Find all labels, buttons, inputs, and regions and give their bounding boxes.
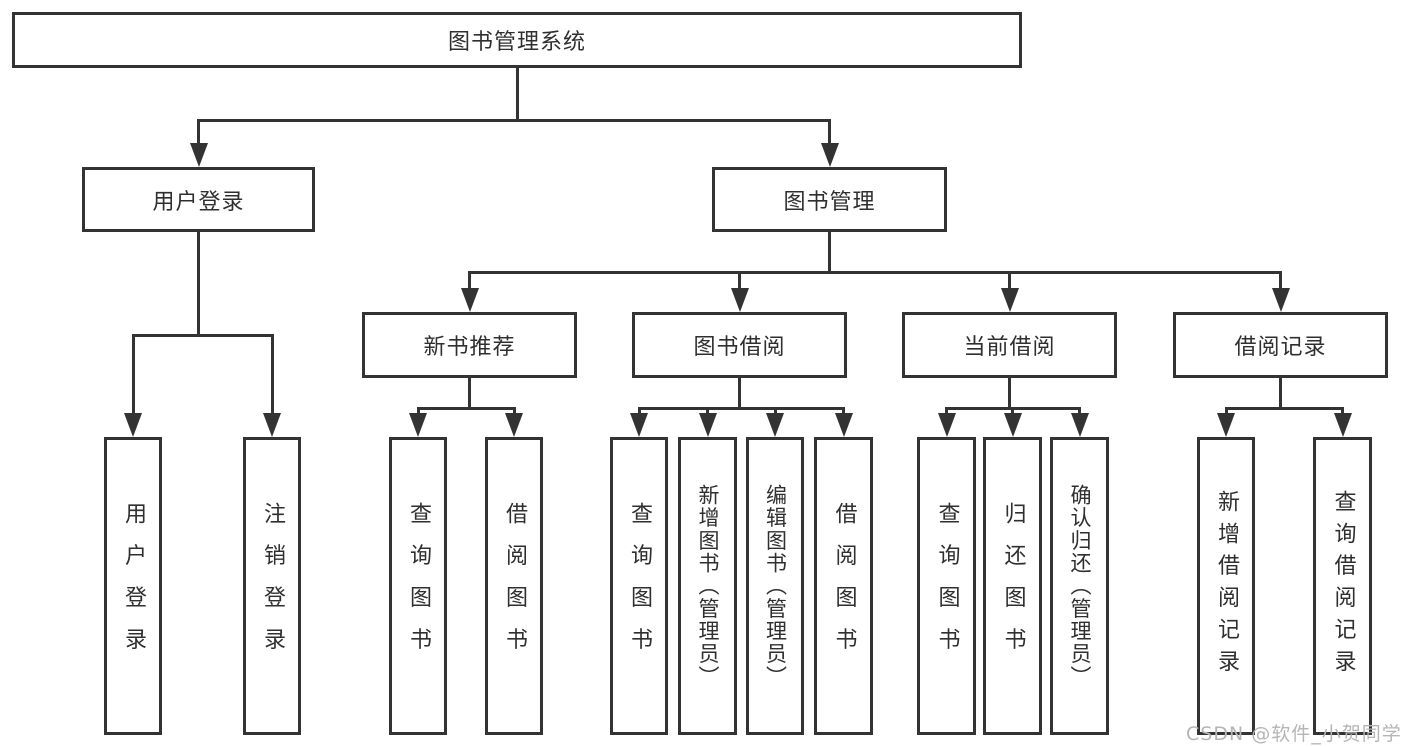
edge-book-mgmt-book-borrow-arrowhead [730,288,749,312]
edge-new-book-rec-stub [468,378,471,410]
edge-book-mgmt-book-borrow-stem [738,272,741,290]
edge-book-mgmt-stub [828,232,831,274]
edge-user-login-logout-col-stem [270,335,274,415]
edge-user-login-stub [197,232,200,337]
edge-new-book-rec-branch [416,406,516,410]
edge-current-borrow-query-books-3-arrowhead [937,413,956,437]
edge-book-borrow-edit-books-arrowhead [766,413,784,437]
edge-new-book-rec-borrow-books-1-stem [512,408,516,415]
node-query-books-3: 查询图书 [917,437,976,735]
edge-book-mgmt-borrow-records-arrowhead [1271,288,1290,312]
edge-book-borrow-edit-books-stem [773,408,777,415]
edge-new-book-rec-query-books-1-stem [416,408,420,415]
node-confirm-return: 确认归还（管理员） [1050,437,1109,735]
node-return-books: 归还图书 [983,437,1042,735]
edge-system-book-mgmt-stem [828,120,831,145]
edge-user-login-branch [131,333,274,337]
edge-current-borrow-confirm-return-arrowhead [1070,413,1089,437]
node-query-borrow-record: 查询借阅记录 [1313,437,1372,735]
node-add-books: 新增图书（管理员） [678,437,737,735]
node-query-books-2: 查询图书 [610,437,668,735]
node-edit-books: 编辑图书（管理员） [746,437,804,735]
node-user-login-col: 用户登录 [104,437,162,735]
node-borrow-books-1: 借阅图书 [485,437,543,735]
node-current-borrow: 当前借阅 [902,312,1117,378]
edge-current-borrow-confirm-return-stem [1078,408,1081,415]
node-borrow-records: 借阅记录 [1173,312,1388,378]
edge-current-borrow-return-books-stem [1011,408,1014,415]
edge-borrow-records-add-borrow-record-arrowhead [1217,413,1235,437]
edge-borrow-records-query-borrow-record-arrowhead [1333,413,1352,437]
node-book-borrow: 图书借阅 [632,312,847,378]
node-system: 图书管理系统 [12,12,1022,68]
edge-borrow-records-stub [1279,378,1282,410]
edge-system-user-login-arrowhead [189,143,208,167]
edge-system-branch [197,118,831,122]
edge-book-borrow-query-books-2-stem [637,408,641,415]
edge-book-borrow-borrow-books-2-stem [842,408,845,415]
edge-book-mgmt-current-borrow-stem [1008,272,1011,290]
edge-book-mgmt-new-book-rec-stem [468,272,471,290]
edge-book-mgmt-current-borrow-arrowhead [1000,288,1019,312]
edge-book-borrow-query-books-2-arrowhead [630,413,648,437]
edge-system-user-login-stem [197,120,200,145]
node-add-borrow-record: 新增借阅记录 [1197,437,1255,735]
node-user-login: 用户登录 [82,167,315,232]
node-query-books-1: 查询图书 [389,437,447,735]
node-borrow-books-2: 借阅图书 [814,437,873,735]
edge-book-borrow-borrow-books-2-arrowhead [834,413,853,437]
edge-book-mgmt-branch [468,270,1282,274]
edge-borrow-records-branch [1224,406,1344,410]
node-book-mgmt: 图书管理 [712,167,947,232]
node-new-book-rec: 新书推荐 [362,312,577,378]
edge-book-borrow-branch [637,406,845,410]
edge-system-stub [515,68,519,122]
edge-borrow-records-add-borrow-record-stem [1224,408,1228,415]
edge-book-borrow-add-books-arrowhead [698,413,717,437]
watermark: CSDN @软件_小贺同学 [1186,723,1402,745]
edge-new-book-rec-query-books-1-arrowhead [409,413,427,437]
edge-current-borrow-return-books-arrowhead [1003,413,1022,437]
edge-borrow-records-query-borrow-record-stem [1341,408,1344,415]
edge-new-book-rec-borrow-books-1-arrowhead [505,413,523,437]
node-logout-col: 注销登录 [243,437,301,735]
edge-book-mgmt-new-book-rec-arrowhead [460,288,479,312]
edge-book-borrow-add-books-stem [706,408,709,415]
edge-book-mgmt-borrow-records-stem [1279,272,1282,290]
edge-user-login-logout-col-arrowhead [263,413,281,437]
edge-book-borrow-stub [738,378,741,410]
edge-user-login-user-login-col-stem [131,335,135,415]
edge-current-borrow-stub [1008,378,1011,410]
edge-user-login-user-login-col-arrowhead [124,413,142,437]
edge-system-book-mgmt-arrowhead [820,143,839,167]
edge-current-borrow-query-books-3-stem [945,408,948,415]
